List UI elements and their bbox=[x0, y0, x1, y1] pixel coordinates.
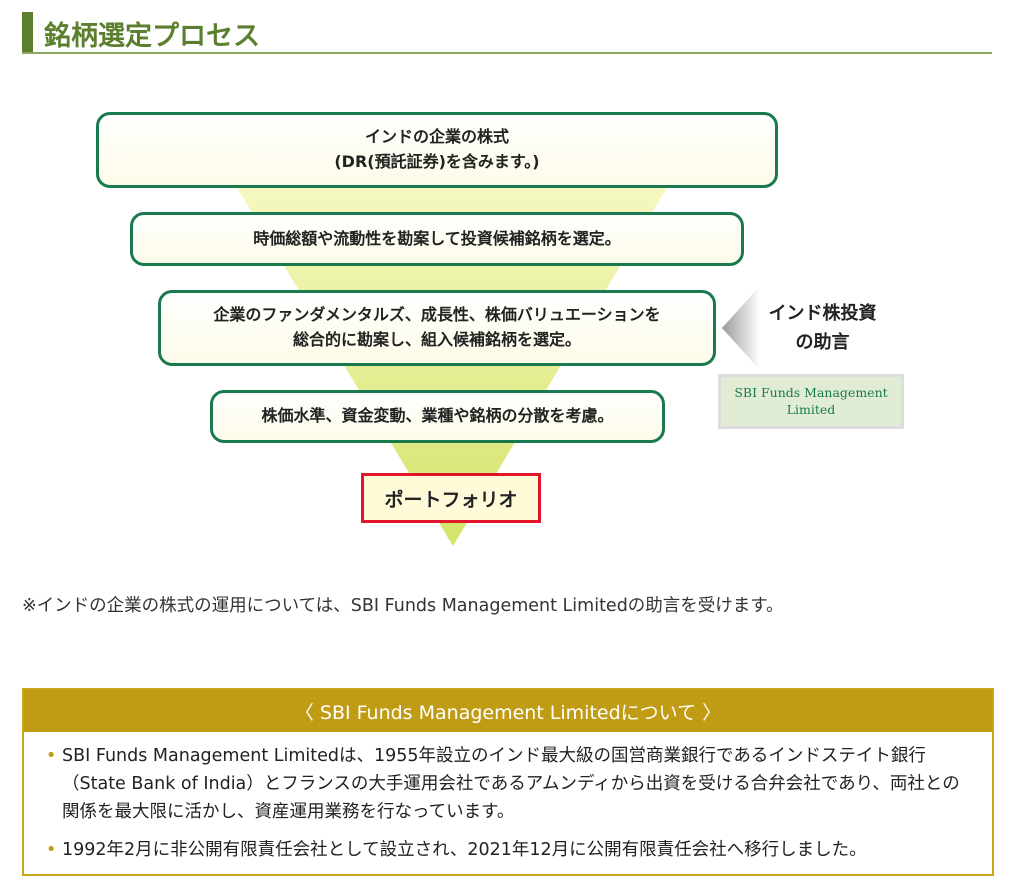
step-text: (DR(預託証券)を含みます。) bbox=[334, 152, 540, 171]
footnote: ※インドの企業の株式の運用については、SBI Funds Management … bbox=[22, 596, 784, 616]
sbi-line: Limited bbox=[786, 401, 836, 417]
portfolio-box: ポートフォリオ bbox=[361, 473, 541, 523]
bullet-icon: • bbox=[46, 840, 57, 860]
step-text: 時価総額や流動性を勘案して投資候補銘柄を選定。 bbox=[253, 228, 621, 248]
sbi-line: SBI Funds Management bbox=[734, 385, 888, 401]
funnel-graphic bbox=[236, 186, 760, 546]
bullet-text: SBI Funds Management Limitedは、1955年設立のイン… bbox=[62, 746, 960, 822]
step-text: 株価水準、資金変動、業種や銘柄の分散を考慮。 bbox=[261, 406, 614, 426]
advice-arrow bbox=[722, 286, 760, 370]
step-1-box: インドの企業の株式 (DR(預託証券)を含みます。) bbox=[96, 112, 778, 188]
about-panel: 〈 SBI Funds Management Limitedについて 〉 •SB… bbox=[22, 688, 994, 876]
step-3-box: 企業のファンダメンタルズ、成長性、株価バリュエーションを総合的に勘案し、組入候補… bbox=[158, 290, 716, 366]
title-marker bbox=[22, 12, 33, 52]
step-text: 企業のファンダメンタルズ、成長性、株価バリュエーションを bbox=[213, 305, 661, 325]
bullet-text: 1992年2月に非公開有限責任会社として設立され、2021年12月に公開有限責任… bbox=[62, 840, 867, 860]
about-header: 〈 SBI Funds Management Limitedについて 〉 bbox=[24, 690, 992, 732]
step-text: インドの企業の株式 bbox=[364, 127, 509, 147]
step-2-box: 時価総額や流動性を勘案して投資候補銘柄を選定。 bbox=[130, 212, 744, 266]
advice-label: インド株投資の助言 bbox=[745, 300, 900, 358]
page-title: 銘柄選定プロセス bbox=[44, 21, 260, 52]
advice-line: インド株投資 bbox=[768, 303, 877, 324]
about-bullet: •1992年2月に非公開有限責任会社として設立され、2021年12月に公開有限責… bbox=[46, 836, 966, 864]
step-text: 総合的に勘案し、組入候補銘柄を選定。 bbox=[292, 330, 581, 349]
section-title-bar: 銘柄選定プロセス bbox=[22, 12, 992, 54]
funnel-triangle bbox=[236, 186, 668, 546]
advice-line: の助言 bbox=[795, 331, 850, 353]
step-4-box: 株価水準、資金変動、業種や銘柄の分散を考慮。 bbox=[210, 390, 665, 443]
about-bullet: •SBI Funds Management Limitedは、1955年設立のイ… bbox=[46, 742, 966, 826]
bullet-icon: • bbox=[46, 746, 57, 766]
